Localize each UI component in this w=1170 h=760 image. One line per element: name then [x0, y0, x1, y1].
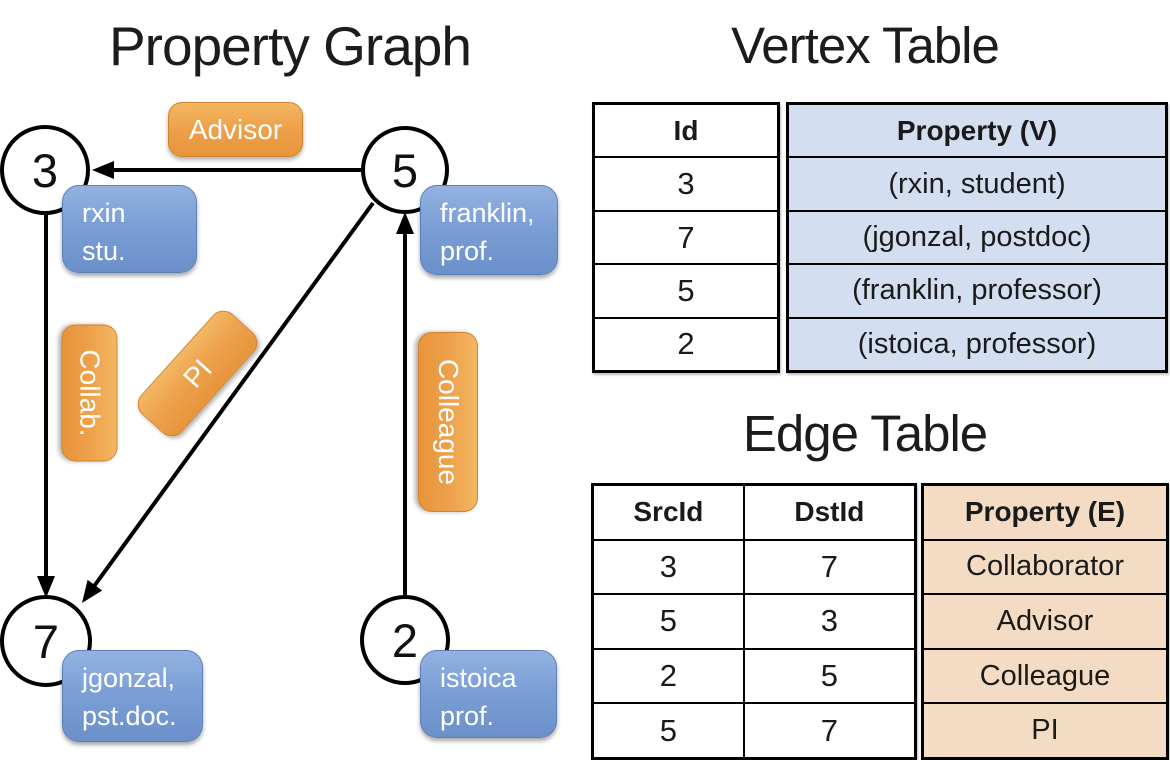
edge-label-text: Collab.: [74, 349, 106, 437]
table-row: (jgonzal, postdoc): [789, 209, 1165, 264]
vertex-table-title: Vertex Table: [731, 17, 1000, 74]
vertex-node-2: 2: [360, 595, 450, 685]
vertex-property-line: istoica: [440, 663, 517, 693]
arrowhead-icon-5-7: [82, 579, 103, 603]
table-row: 5: [595, 263, 777, 316]
table-row: 7: [595, 209, 777, 263]
table-row: 5 7: [594, 702, 914, 757]
arrowhead-icon-3-7: [37, 576, 55, 598]
vertex-id-label: 5: [391, 143, 419, 197]
graph-edges: [37, 161, 414, 603]
vertex-id-label: 3: [31, 143, 59, 197]
table-row: PI: [924, 702, 1166, 757]
edge-label-advisor: Advisor: [168, 102, 303, 157]
vertex-property-line: jgonzal,: [82, 663, 176, 693]
srcid-cell: 5: [659, 603, 678, 639]
table-row: 5 3: [594, 593, 914, 648]
table-row: 3: [595, 156, 777, 209]
edge-table-property-header: Property (E): [924, 486, 1166, 539]
vertex-property-box-franklin: franklin, prof.: [420, 185, 558, 275]
edge-label-text: Advisor: [188, 113, 283, 145]
property-graph-title: Property Graph: [108, 15, 472, 77]
edge-label-text: Colleague: [433, 358, 464, 486]
srcid-cell: 3: [659, 548, 678, 584]
vertex-property-line: stu.: [82, 236, 126, 267]
edge-line-5-7: [90, 201, 375, 591]
edge-table-srcid-header: SrcId: [633, 496, 704, 528]
edge-label-text: PI: [176, 352, 218, 394]
vertex-property-line: pst.doc.: [82, 701, 177, 732]
table-row: Advisor: [924, 593, 1166, 648]
vertex-property-line: prof.: [440, 236, 495, 267]
table-row: 2 5: [594, 647, 914, 703]
vertex-id-label: 7: [32, 614, 60, 668]
vertex-property-box-istoica: istoica prof.: [420, 650, 557, 738]
vertex-table-id-header: Id: [673, 114, 699, 146]
edge-label-colleague: Colleague: [418, 332, 478, 512]
edge-table-id-columns: SrcId DstId 3 7 5 3 2 5 5 7: [591, 483, 917, 760]
dstid-cell: 3: [742, 595, 914, 648]
srcid-cell: 5: [659, 712, 678, 748]
dstid-cell: 7: [742, 540, 914, 594]
vertex-table-property-header: Property (V): [789, 105, 1165, 157]
vertex-property-box-rxin: rxin stu.: [62, 185, 197, 273]
vertex-property-line: rxin: [82, 198, 126, 228]
edge-table-title: Edge Table: [742, 405, 988, 462]
vertex-property-line: franklin,: [440, 198, 535, 228]
vertex-table-property-column: Property (V) (rxin, student) (jgonzal, p…: [786, 102, 1168, 373]
vertex-table-id-column: Id 3 7 5 2: [592, 102, 780, 373]
arrowhead-icon-5-3: [92, 161, 114, 179]
vertex-id-label: 2: [391, 613, 419, 667]
edge-table-property-column: Property (E) Collaborator Advisor Collea…: [921, 483, 1169, 760]
srcid-cell: 2: [659, 658, 678, 694]
dstid-cell: 5: [742, 649, 914, 703]
arrowhead-icon-2-5: [396, 212, 414, 234]
vertex-property-line: prof.: [440, 701, 495, 732]
table-row: (franklin, professor): [789, 263, 1165, 317]
table-row: Colleague: [924, 647, 1166, 703]
table-row: (rxin, student): [789, 156, 1165, 210]
table-row: 2: [595, 316, 777, 370]
edge-label-collab: Collab.: [61, 324, 118, 462]
vertex-property-box-jgonzal: jgonzal, pst.doc.: [62, 650, 203, 742]
edge-table-dstid-header: DstId: [742, 486, 914, 539]
table-row: 3 7: [594, 538, 914, 594]
dstid-cell: 7: [742, 704, 914, 757]
edge-table-id-header-row: SrcId DstId: [594, 486, 914, 539]
table-row: Collaborator: [924, 538, 1166, 594]
table-row: (istoica, professor): [789, 316, 1165, 371]
